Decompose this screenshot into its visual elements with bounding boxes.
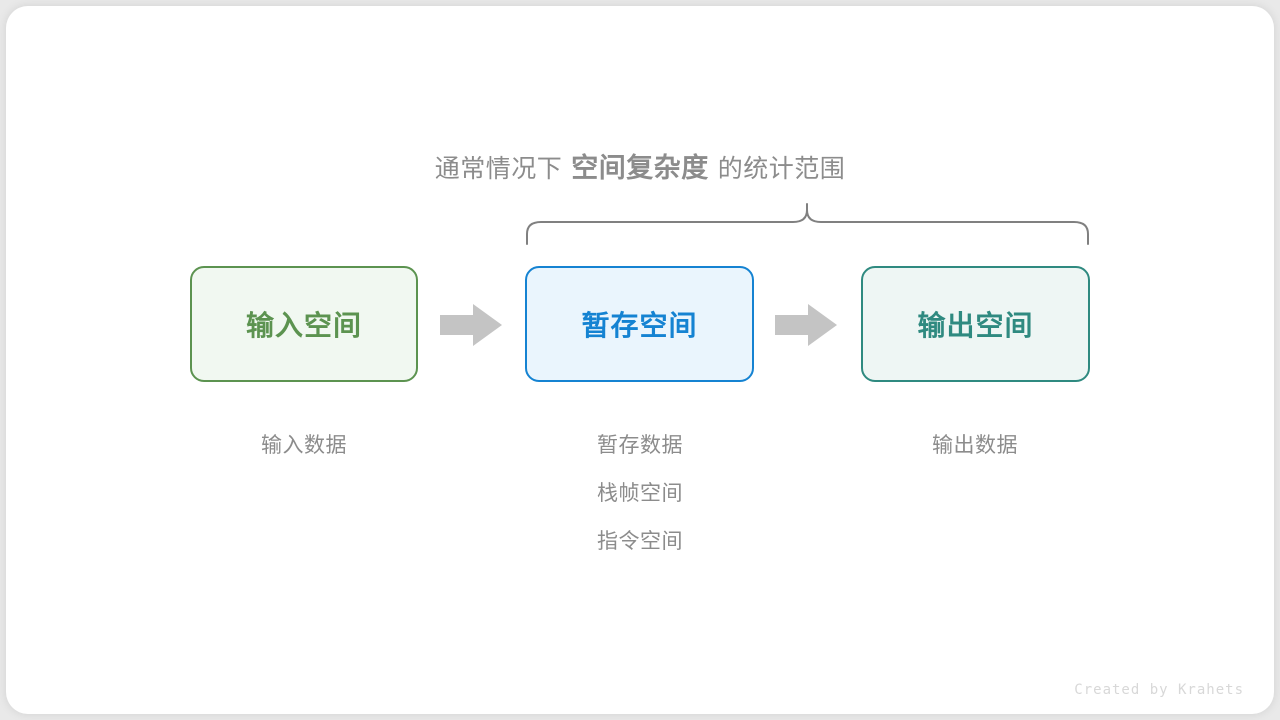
caption-line: 栈帧空间 — [597, 482, 683, 505]
caption-line: 输出数据 — [932, 434, 1018, 457]
box-output-space: 输出空间 — [861, 266, 1090, 382]
title-suffix: 的统计范围 — [717, 155, 846, 183]
caption-line: 输入数据 — [261, 434, 347, 457]
caption-temp-column: 暂存数据 栈帧空间 指令空间 — [510, 422, 770, 566]
title-emphasis: 空间复杂度 — [571, 153, 709, 183]
watermark-credit: Created by Krahets — [1074, 682, 1244, 698]
arrow-right-icon — [775, 304, 837, 346]
box-temp-space-label: 暂存空间 — [581, 310, 698, 341]
diagram-title: 通常情况下空间复杂度的统计范围 — [0, 148, 1280, 193]
curly-brace-icon — [526, 203, 1089, 245]
box-input-space-label: 输入空间 — [245, 310, 362, 341]
box-temp-space: 暂存空间 — [525, 266, 754, 382]
caption-line: 暂存数据 — [597, 434, 683, 457]
arrow-right-icon — [440, 304, 502, 346]
caption-input-column: 输入数据 — [174, 422, 434, 470]
box-output-space-label: 输出空间 — [917, 310, 1034, 341]
title-prefix: 通常情况下 — [434, 155, 563, 183]
caption-output-column: 输出数据 — [845, 422, 1105, 470]
box-input-space: 输入空间 — [190, 266, 418, 382]
caption-line: 指令空间 — [597, 530, 683, 553]
